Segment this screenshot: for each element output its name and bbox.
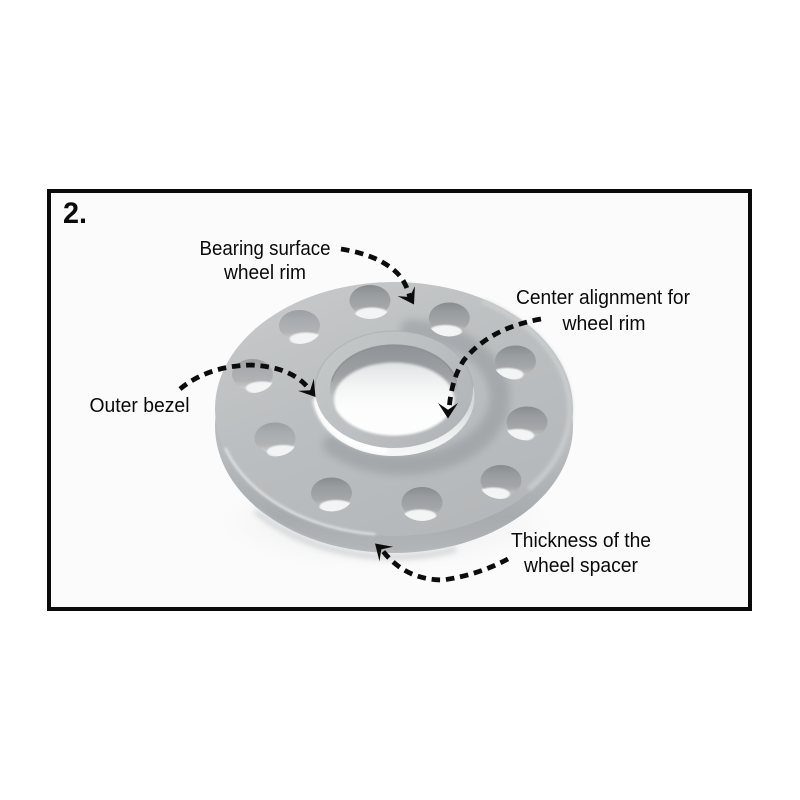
svg-text:Center alignment for: Center alignment for <box>516 286 690 309</box>
svg-text:Thickness of the: Thickness of the <box>511 529 651 552</box>
svg-text:wheel rim: wheel rim <box>223 261 306 284</box>
svg-text:wheel spacer: wheel spacer <box>523 554 638 577</box>
svg-text:wheel rim: wheel rim <box>562 312 646 335</box>
svg-text:Outer bezel: Outer bezel <box>90 394 190 417</box>
svg-text:Bearing surface: Bearing surface <box>200 237 331 260</box>
svg-text:2.: 2. <box>63 197 87 230</box>
